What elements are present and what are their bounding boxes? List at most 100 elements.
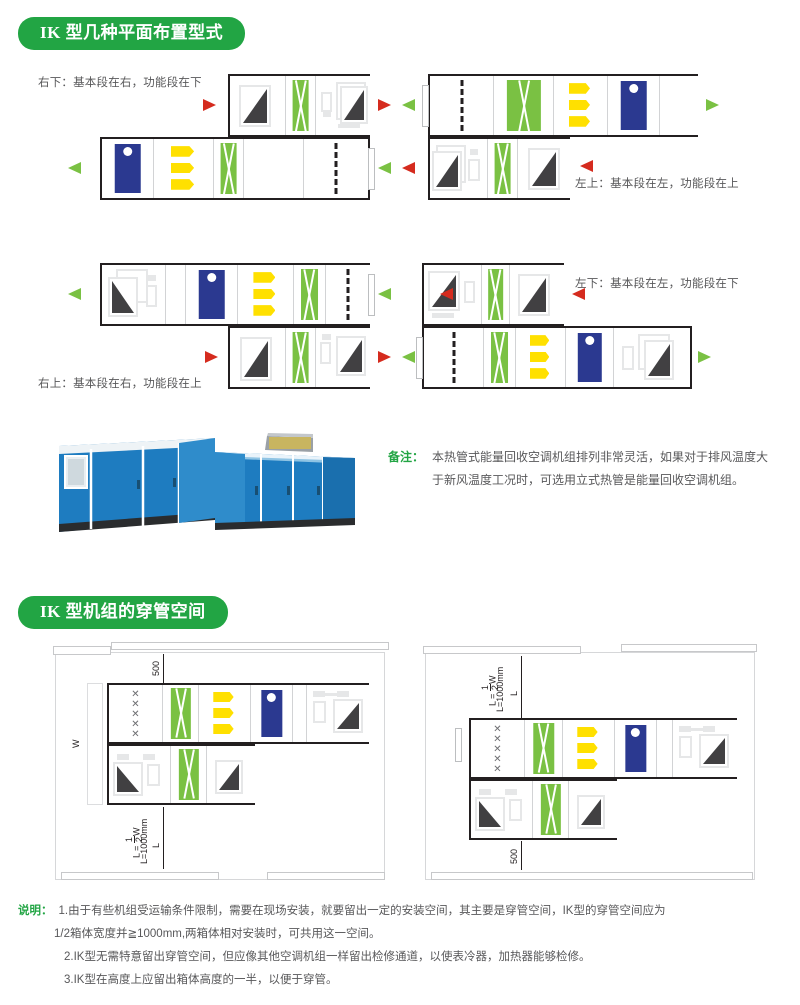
panel-filter-icon: [334, 143, 338, 194]
airflow-arrow-left-icon: [378, 288, 391, 300]
module-heat-pipe: [214, 139, 244, 198]
module-heat-pipe: [533, 781, 569, 838]
wall-segment: [111, 642, 389, 650]
module-panel-filter: [304, 139, 368, 198]
wall-segment: [267, 872, 385, 880]
layout-diagram-bottom-right: 左下：基本段在左，功能段在下: [400, 255, 800, 420]
ahu-row-basic: [428, 137, 572, 200]
module-coil: [102, 139, 154, 198]
module-spacer: [657, 720, 673, 777]
panel-filter-icon: [452, 332, 455, 383]
module-mixing-section: [660, 76, 698, 135]
cooling-coil-icon: [620, 80, 647, 131]
module-bag-filter: [238, 265, 294, 324]
dim-line-L: [163, 807, 164, 869]
module-fan-motor-section: [614, 328, 690, 387]
dim-line-500: [163, 654, 164, 683]
module-mixing-section: [244, 139, 304, 198]
ahu-row-upper: ✕✕✕✕✕: [469, 718, 737, 779]
panel-filter-icon: [460, 80, 463, 131]
cooling-coil-icon: [577, 332, 602, 383]
bag-filter-icon: [199, 685, 250, 742]
dim-label-500: 500: [151, 660, 161, 676]
fan-section-icon: [316, 76, 372, 135]
module-fan-motor-section: [109, 746, 171, 803]
airflow-arrow-left-icon: [440, 288, 453, 300]
fan-section-icon: [102, 265, 165, 324]
module-heat-pipe: [286, 328, 316, 387]
module-coil: [615, 720, 657, 777]
layout-label-bottom-left: 右上：基本段在右，功能段在上: [38, 378, 202, 390]
section-header-layouts-label: IK 型几种平面布置型式: [40, 23, 224, 42]
wall-segment: [61, 872, 219, 880]
module-bag-filter: [516, 328, 566, 387]
ahu-row-lower: [107, 744, 257, 805]
cooling-coil-icon: [260, 689, 283, 738]
module-heat-pipe: [482, 265, 510, 324]
explanation-item-text: IK型在高度上应留出箱体高度的一半，以便于穿管。: [73, 974, 338, 986]
heat-pipe-icon: [178, 749, 199, 800]
heat-pipe-icon: [506, 79, 541, 132]
explanation-item-text: 由于有些机组受运输条件限制，需要在现场安装，就要留出一定的安装空间，其主要是穿管…: [68, 905, 666, 917]
bag-filter-icon: [554, 76, 607, 135]
explanation-row: 2. IK型无需特意留出穿管空间，但应像其他空调机组一样留出检修通道，以使表冷器…: [18, 946, 788, 969]
fan-section-icon: [569, 781, 619, 838]
module-fan-motor-section: [471, 781, 533, 838]
dim-label-500: 500: [509, 848, 519, 864]
ahu-row-functional: [100, 263, 370, 326]
heat-pipe-icon: [300, 268, 319, 321]
explanation-item-text: IK型无需特意留出穿管空间，但应像其他空调机组一样留出检修通道，以使表冷器，加热…: [73, 951, 591, 963]
airflow-arrow-left-icon: [402, 351, 415, 363]
layout-label-top-right: 左上：基本段在左，功能段在上: [575, 178, 739, 190]
ahu-row-functional: [100, 137, 370, 200]
airflow-arrow-left-icon: [402, 162, 415, 174]
access-door-icon: [368, 274, 375, 316]
module-fan-motor-section: [316, 76, 372, 135]
module-bag-filter: [154, 139, 214, 198]
remark-line-1: 本热管式能量回收空调机组排列非常灵活，如果对于排风温度大: [432, 450, 769, 464]
heat-pipe-icon: [490, 331, 509, 384]
module-spacer: [293, 685, 307, 742]
airflow-arrow-right-icon: [698, 351, 711, 363]
explanation-row: 1/2箱体宽度并≧1000mm,两箱体相对安装时，可共用这一空间。: [18, 923, 788, 946]
explanation-item-number: 2.: [64, 951, 74, 963]
heat-pipe-icon: [292, 79, 309, 132]
cooling-coil-icon: [114, 143, 141, 194]
piping-diagram-right: ✕✕✕✕✕: [423, 644, 757, 880]
fan-section-icon: [614, 328, 690, 387]
access-door-icon: [368, 148, 375, 190]
module-fan-section: [207, 746, 257, 803]
fan-section-icon: [307, 685, 371, 742]
fan-section-icon: [230, 328, 285, 387]
module-fan-section: [230, 328, 286, 387]
module-fan-section: [518, 139, 572, 198]
module-spacer: [166, 265, 186, 324]
module-coil: [608, 76, 660, 135]
airflow-arrow-left-icon: [402, 99, 415, 111]
airflow-arrow-left-icon: [378, 162, 391, 174]
dim-line-500: [521, 841, 522, 870]
module-fan-motor-section: [424, 265, 482, 324]
module-fan-motor-section: [102, 265, 166, 324]
heat-pipe-icon: [532, 723, 555, 774]
module-heat-pipe: [488, 139, 518, 198]
module-fan-section: [230, 76, 286, 135]
module-fan-section: [569, 781, 619, 838]
module-heat-pipe: [163, 685, 199, 742]
airflow-arrow-right-icon: [706, 99, 719, 111]
module-bag-filter: [199, 685, 251, 742]
ahu-row-basic: [228, 326, 372, 389]
cooling-coil-icon: [624, 724, 647, 773]
section-header-piping: IK 型机组的穿管空间: [18, 596, 228, 630]
prefilter-icon: ✕✕✕✕✕: [493, 723, 502, 775]
service-corridor: [87, 683, 103, 805]
wall-segment: [423, 646, 581, 654]
layout-label-top-left: 右下：基本段在右，功能段在下: [38, 77, 202, 89]
prefilter-icon: ✕✕✕✕✕: [131, 688, 140, 740]
module-panel-filter: [326, 265, 370, 324]
ahu-row-upper: ✕✕✕✕✕: [107, 683, 371, 744]
fan-section-icon: [430, 139, 487, 198]
wall-segment: [621, 644, 757, 652]
fan-section-icon: [510, 265, 564, 324]
